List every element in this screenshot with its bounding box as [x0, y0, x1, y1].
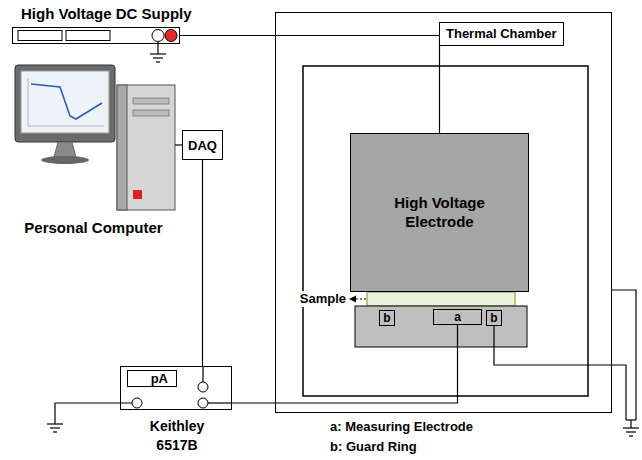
- ground-wire: [630, 420, 631, 428]
- node-text: High Voltage Electrode: [378, 194, 502, 232]
- node-text: pA: [127, 370, 177, 387]
- ground-symbol: [623, 427, 639, 428]
- key-label: b: Guard Ring: [330, 439, 417, 455]
- panel-display: [18, 31, 62, 41]
- electrode-block: High Voltage Electrode: [350, 133, 529, 292]
- ground-symbol: [50, 427, 60, 428]
- monitor-base: [41, 156, 89, 164]
- terminal: [132, 398, 142, 408]
- drive-slot: [133, 98, 169, 104]
- guard-wire: [494, 326, 626, 420]
- panel-display: [66, 31, 110, 41]
- guard-ring: b: [379, 310, 395, 326]
- ground-symbol: [53, 431, 57, 432]
- terminal: [198, 398, 208, 408]
- node-text: DAQ: [188, 139, 217, 152]
- ground-symbol: [156, 61, 160, 62]
- power-supply: High Voltage DC Supply: [12, 27, 180, 44]
- wire: [180, 36, 440, 134]
- wire: [232, 325, 458, 403]
- internal-wire: [202, 366, 203, 382]
- callout-label: Sample: [299, 291, 347, 307]
- leader-line: [356, 299, 366, 300]
- terminal: [165, 30, 177, 42]
- key-label: a: Measuring Electrode: [330, 419, 473, 435]
- guard-ring: b: [486, 310, 502, 326]
- plot-curve: [31, 84, 102, 119]
- chamber-ground-wire: [612, 290, 636, 420]
- leader-arrowhead: [349, 296, 356, 303]
- electrometer: pAKeithley 6517B: [120, 366, 232, 410]
- monitor-stand: [54, 142, 76, 157]
- monitor-screen: [21, 71, 109, 133]
- ground-symbol: [629, 435, 633, 436]
- chamber-inner-wall: [303, 66, 588, 396]
- pc-tower: [117, 85, 175, 210]
- ground-symbol: [153, 57, 163, 58]
- pc-tower-side: [117, 85, 127, 210]
- internal-wire: [208, 402, 232, 403]
- terminal: [198, 382, 208, 392]
- node-text: Personal Computer: [12, 220, 175, 237]
- node-text: b: [383, 312, 390, 324]
- daq-box: DAQ: [182, 130, 223, 160]
- ground-symbol: [626, 431, 636, 432]
- node-text: High Voltage DC Supply: [21, 6, 192, 23]
- node-text: Keithley 6517B: [137, 417, 217, 455]
- sample: [367, 292, 515, 306]
- wire: [175, 144, 182, 145]
- drive-slot: [133, 110, 169, 116]
- plot-axis: [28, 126, 104, 127]
- ground-symbol: [150, 53, 166, 54]
- power-light: [133, 190, 142, 199]
- terminal: [152, 30, 164, 42]
- electrode-holder: [355, 306, 527, 347]
- node-text: Thermal Chamber: [439, 22, 564, 46]
- thermal-chamber: Thermal ChamberHigh Voltage Electrode b a b: [275, 12, 612, 413]
- plot-axis: [28, 78, 29, 126]
- monitor: [15, 65, 115, 142]
- measuring-electrode: a: [433, 309, 482, 325]
- ground-symbol: [47, 423, 63, 424]
- computer: Personal Computer: [12, 62, 175, 242]
- wire: [202, 160, 203, 366]
- node-text: b: [490, 312, 497, 324]
- node-text: a: [454, 311, 461, 323]
